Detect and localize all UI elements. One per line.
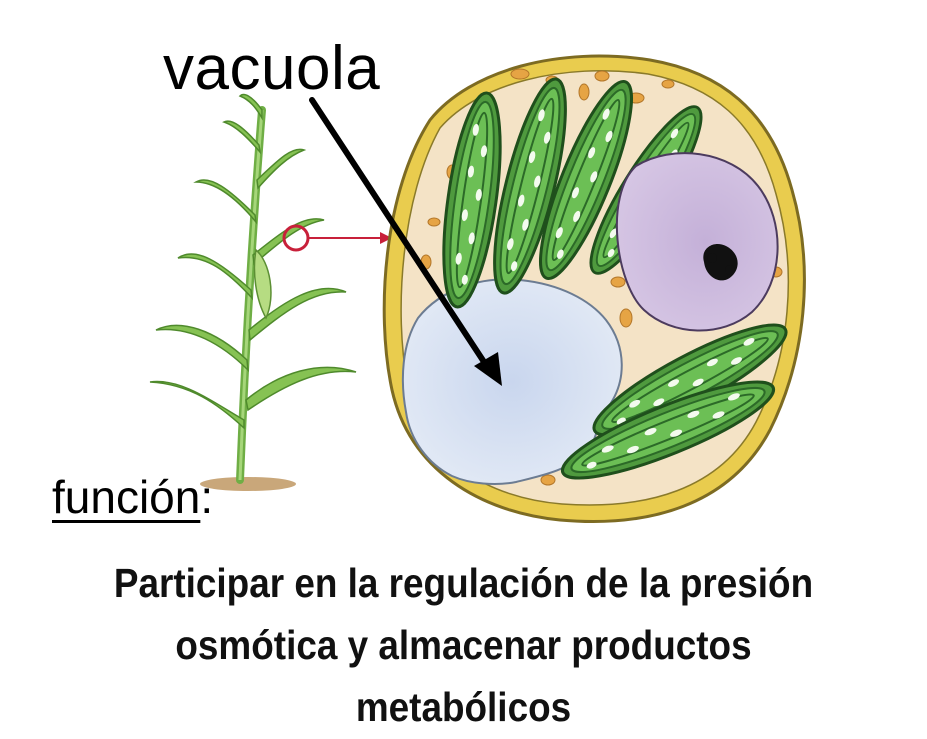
- description-line-2: osmótica y almacenar productos: [175, 622, 752, 668]
- function-heading: función:: [52, 474, 213, 520]
- function-heading-word: función: [52, 471, 201, 523]
- function-description: Participar en la regulación de la presió…: [64, 552, 862, 738]
- description-line-1: Participar en la regulación de la presió…: [113, 560, 814, 606]
- magnify-circle-icon: [282, 224, 392, 252]
- soil-patch: [200, 477, 296, 491]
- description-line-3: metabólicos: [355, 684, 572, 730]
- vacuola-pointer-arrow: [309, 97, 491, 371]
- nucleus: [615, 152, 779, 332]
- plant-cell-illustration: [309, 54, 806, 524]
- function-heading-colon: :: [200, 471, 214, 523]
- corn-plant-icon: [149, 93, 357, 491]
- vacuola-label: vacuola: [163, 34, 381, 103]
